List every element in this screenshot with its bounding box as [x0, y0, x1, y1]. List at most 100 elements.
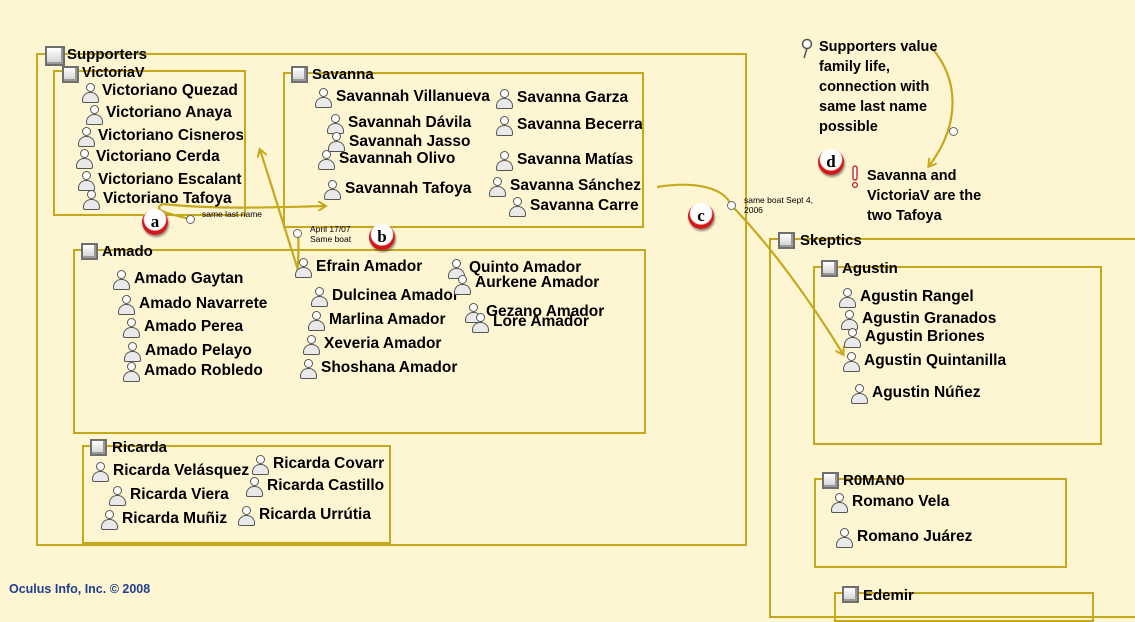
group-title-supporters: Supporters	[67, 46, 148, 63]
member-name[interactable]: Victoriano Quezad	[102, 83, 238, 99]
person-icon	[324, 180, 341, 200]
member-name[interactable]: Savannah Jasso	[349, 133, 471, 150]
person-icon	[86, 105, 103, 125]
member-name[interactable]: Amado Navarrete	[139, 295, 268, 312]
person-icon	[315, 88, 332, 108]
member-name[interactable]: Amado Perea	[144, 318, 244, 335]
member-name[interactable]: Savanna Garza	[517, 89, 629, 106]
member-name[interactable]: Lore Amador	[493, 313, 589, 330]
member-name[interactable]: Xeveria Amador	[324, 335, 442, 352]
group-title-amado: Amado	[102, 243, 153, 260]
member-name[interactable]: Romano Vela	[852, 493, 950, 510]
member-name[interactable]: Ricarda Viera	[130, 486, 229, 503]
person-icon	[113, 270, 130, 290]
group-title-victoriav: VictoriaV	[82, 65, 145, 81]
person-icon	[496, 89, 513, 109]
person-icon	[124, 342, 141, 362]
group-icon	[778, 232, 795, 249]
member-name[interactable]: Savannah Olivo	[339, 150, 456, 167]
member-name[interactable]: Agustin Núñez	[872, 384, 981, 401]
link-a-arrow	[157, 204, 325, 221]
member-name[interactable]: Ricarda Covarr	[273, 456, 385, 472]
member-name[interactable]: Victoriano Cisneros	[98, 128, 243, 144]
member-name[interactable]: Ricarda Castillo	[267, 477, 385, 494]
person-icon	[252, 455, 269, 475]
member-name[interactable]: Agustin Quintanilla	[864, 352, 1007, 369]
member-name[interactable]: Victoriano Tafoya	[103, 190, 232, 207]
member-name[interactable]: Agustin Rangel	[860, 288, 974, 305]
member-name[interactable]: Ricarda Velásquez	[113, 462, 250, 479]
member-name[interactable]: Victoriano Cerda	[96, 148, 220, 165]
annotation-pin	[186, 215, 195, 224]
member-name[interactable]: Shoshana Amador	[321, 359, 458, 376]
annotation-label-b-line2: Same boat	[310, 234, 352, 244]
person-icon	[300, 359, 317, 379]
person-icon	[831, 493, 848, 513]
member-name[interactable]: Aurkene Amador	[475, 274, 600, 291]
annotation-label-d: Savanna and VictoriaV are the two Tafoya	[867, 168, 982, 224]
annotation-badge-a[interactable]: a	[142, 209, 168, 235]
annotation-badge-d[interactable]: d	[818, 149, 844, 175]
member-name[interactable]: Savanna Matías	[517, 151, 634, 168]
person-icon	[118, 295, 135, 315]
person-icon	[78, 171, 95, 191]
annotation-pin	[727, 201, 736, 210]
member-name[interactable]: Ricarda Urrútia	[259, 506, 371, 523]
group-icon	[821, 260, 838, 277]
group-title-agustin: Agustin	[842, 260, 898, 277]
annotation-badge-c[interactable]: c	[688, 203, 714, 229]
person-icon	[844, 328, 861, 348]
person-icon	[78, 127, 95, 147]
member-name[interactable]: Savannah Dávila	[348, 114, 472, 131]
member-name[interactable]: Romano Juárez	[857, 528, 973, 545]
member-name[interactable]: Agustin Briones	[865, 328, 985, 345]
person-icon	[123, 318, 140, 338]
person-icon	[472, 313, 489, 333]
member-name[interactable]: Victoriano Anaya	[106, 104, 232, 121]
group-romano[interactable]	[814, 478, 1067, 568]
member-name[interactable]: Savanna Carre	[530, 198, 639, 214]
person-icon	[496, 116, 513, 136]
member-name[interactable]: Dulcinea Amador	[332, 287, 459, 304]
member-name[interactable]: Agustin Granados	[862, 310, 997, 327]
person-icon	[496, 151, 513, 171]
person-icon	[82, 83, 99, 103]
group-amado[interactable]	[73, 249, 646, 434]
link-b-arrow	[260, 150, 300, 276]
person-icon	[303, 335, 320, 355]
annotation-label-a: same last name	[202, 209, 262, 219]
member-name[interactable]: Savanna Sánchez	[510, 178, 641, 194]
member-name[interactable]: Marlina Amador	[329, 311, 446, 328]
person-icon	[448, 259, 465, 279]
person-icon	[123, 362, 140, 382]
group-agustin[interactable]	[813, 266, 1102, 445]
member-name[interactable]: Amado Pelayo	[145, 342, 252, 359]
group-icon	[62, 66, 79, 83]
pin-icon	[801, 38, 813, 60]
member-name[interactable]: Savannah Villanueva	[336, 88, 490, 105]
member-name[interactable]: Amado Gaytan	[134, 270, 244, 287]
member-name[interactable]: Ricarda Muñiz	[122, 510, 228, 527]
person-icon	[101, 510, 118, 530]
group-ricarda[interactable]	[82, 445, 391, 544]
member-name[interactable]: Quinto Amador	[469, 259, 582, 276]
person-icon	[836, 528, 853, 548]
member-name[interactable]: Gezano Amador	[486, 303, 605, 320]
group-title-romano: R0MAN0	[843, 472, 905, 489]
group-icon	[842, 586, 859, 603]
note-supporters: Supporters value family life, connection…	[819, 39, 938, 135]
person-icon	[238, 506, 255, 526]
annotation-pin	[949, 127, 958, 136]
person-icon	[109, 486, 126, 506]
member-name[interactable]: Savanna Becerra	[517, 117, 642, 133]
member-name[interactable]: Savannah Tafoya	[345, 180, 472, 197]
member-name[interactable]: Amado Robledo	[144, 362, 263, 379]
annotation-badge-b[interactable]: b	[369, 224, 395, 250]
member-name[interactable]: Victoriano Escalant	[98, 172, 242, 188]
alert-icon	[850, 165, 860, 189]
person-icon	[839, 288, 856, 308]
group-supporters[interactable]	[36, 53, 747, 546]
member-name[interactable]: Efrain Amador	[316, 258, 423, 275]
group-title-skeptics: Skeptics	[800, 232, 862, 249]
group-savanna[interactable]	[283, 72, 644, 228]
